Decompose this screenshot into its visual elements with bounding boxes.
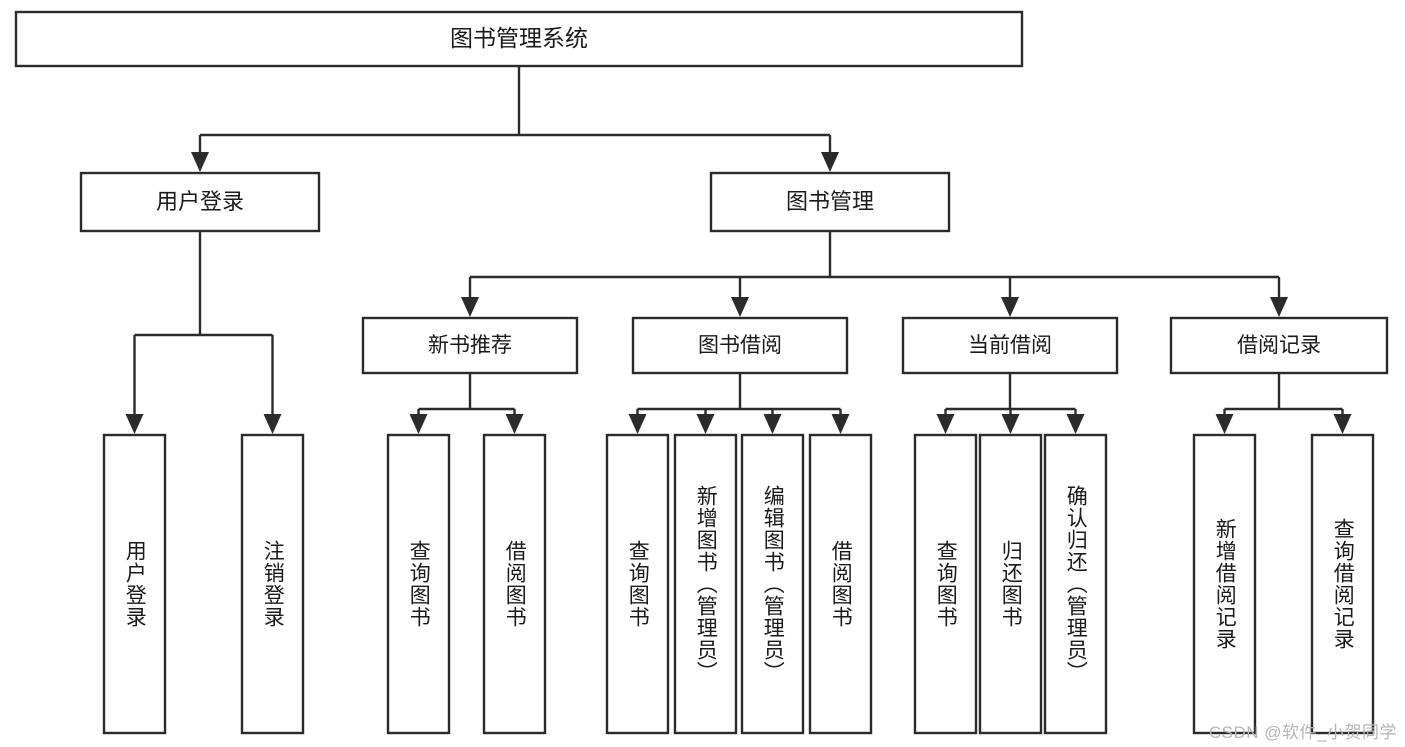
- leaf-box-6[interactable]: [740, 433, 805, 735]
- arrow-head-icon: [936, 414, 955, 434]
- node-e696b0e4b9a6e68ea8e88d90-l2-label: 新书推荐: [428, 334, 512, 357]
- leaf-box-0[interactable]: [102, 433, 167, 735]
- arrow-head-icon: [1215, 414, 1234, 434]
- node-e59bbee4b9a6e7aea1e79086-l1[interactable]: 图书管理: [709, 171, 951, 233]
- arrow-head-icon: [1270, 297, 1288, 317]
- leaf-box-3[interactable]: [482, 433, 547, 735]
- csdn-watermark: CSDN @软件_小贺同学: [1208, 723, 1397, 742]
- arrow-head-icon: [1001, 414, 1020, 434]
- node-e59bbee4b9a6e7aea1e79086-l1-label: 图书管理: [786, 189, 874, 214]
- arrow-head-icon: [409, 414, 428, 434]
- node-e696b0e4b9a6e68ea8e88d90-l2-box[interactable]: [361, 316, 579, 375]
- connector-layer: [125, 66, 1352, 434]
- leaf-box-11[interactable]: [1192, 433, 1257, 735]
- node-e59bbee4b9a6e5809fe99885-l2-box[interactable]: [631, 316, 849, 375]
- node-e5809fe99885e8aeb0e5bd95-l2-label: 借阅记录: [1237, 334, 1321, 357]
- node-e5809fe99885e8aeb0e5bd95-l2-box[interactable]: [1169, 316, 1389, 375]
- arrow-head-icon: [628, 414, 647, 434]
- arrow-head-icon: [831, 414, 850, 434]
- arrow-head-icon: [263, 414, 282, 434]
- leaf-box-10[interactable]: [1043, 433, 1108, 735]
- node-e59bbee4b9a6e7aea1e79086e7b3bbe7bb9f-root-label: 图书管理系统: [450, 25, 588, 51]
- node-e5bd93e5898de5809fe99885-l2-label: 当前借阅: [968, 334, 1052, 357]
- arrow-head-icon: [696, 414, 715, 434]
- node-e794a8e688b7e799bbe5bd95-l1-box[interactable]: [79, 171, 321, 233]
- leaf-box-8[interactable]: [913, 433, 978, 735]
- leaf-box-1[interactable]: [240, 433, 305, 735]
- leaf-box-4[interactable]: [605, 433, 670, 735]
- leaf-box-7[interactable]: [808, 433, 873, 735]
- arrow-head-icon: [763, 414, 782, 434]
- node-e5bd93e5898de5809fe99885-l2-box[interactable]: [901, 316, 1119, 375]
- arrow-head-icon: [461, 297, 479, 317]
- node-e59bbee4b9a6e7aea1e79086-l1-box[interactable]: [709, 171, 951, 233]
- arrow-head-icon: [1333, 414, 1352, 434]
- node-e59bbee4b9a6e5809fe99885-l2-label: 图书借阅: [698, 334, 782, 357]
- node-e794a8e688b7e799bbe5bd95-l1-label: 用户登录: [156, 189, 244, 214]
- leaf-box-2[interactable]: [386, 433, 451, 735]
- node-e5809fe99885e8aeb0e5bd95-l2[interactable]: 借阅记录: [1169, 316, 1389, 375]
- arrow-head-icon: [1066, 414, 1085, 434]
- leaf-box-12[interactable]: [1310, 433, 1375, 735]
- arrow-head-icon: [821, 152, 839, 172]
- node-e696b0e4b9a6e68ea8e88d90-l2[interactable]: 新书推荐: [361, 316, 579, 375]
- leaf-box-5[interactable]: [673, 433, 738, 735]
- arrow-head-icon: [191, 152, 209, 172]
- leaf-box-9[interactable]: [978, 433, 1043, 735]
- arrow-head-icon: [1001, 297, 1019, 317]
- node-e59bbee4b9a6e7aea1e79086e7b3bbe7bb9f-root[interactable]: 图书管理系统: [14, 10, 1024, 68]
- node-e59bbee4b9a6e7aea1e79086e7b3bbe7bb9f-root-box[interactable]: [14, 10, 1024, 68]
- arrow-head-icon: [731, 297, 749, 317]
- node-e794a8e688b7e799bbe5bd95-l1[interactable]: 用户登录: [79, 171, 321, 233]
- node-e59bbee4b9a6e5809fe99885-l2[interactable]: 图书借阅: [631, 316, 849, 375]
- arrow-head-icon: [125, 414, 144, 434]
- node-e5bd93e5898de5809fe99885-l2[interactable]: 当前借阅: [901, 316, 1119, 375]
- arrow-head-icon: [505, 414, 524, 434]
